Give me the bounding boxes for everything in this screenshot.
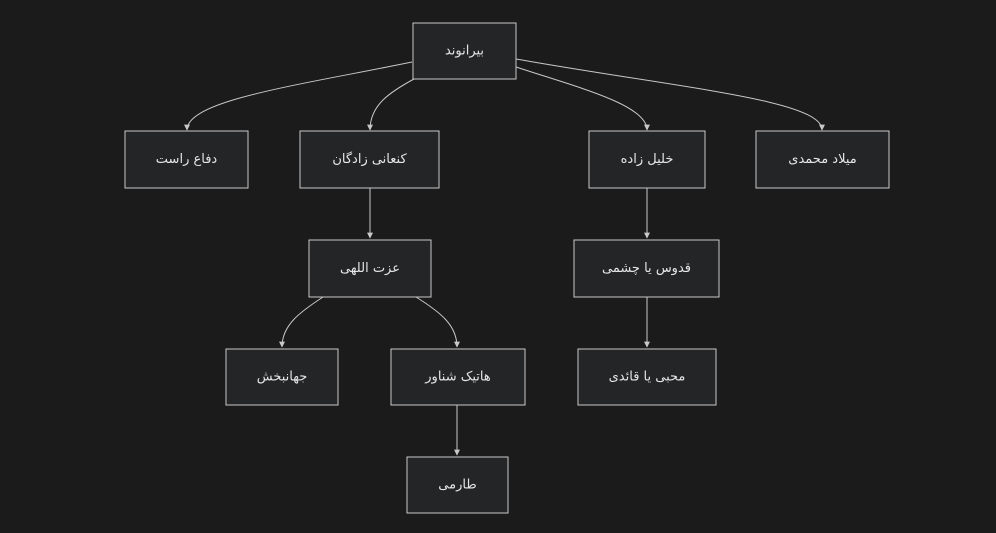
edge-n1-n3	[367, 78, 415, 131]
node-label: کنعانی زادگان	[332, 151, 407, 167]
node-label: قدوس یا چشمی	[602, 261, 691, 276]
node-kanaani-zadegan[interactable]: کنعانی زادگان	[299, 130, 440, 189]
node-label: جهانبخش	[257, 370, 308, 385]
edge-n1-n4	[515, 66, 650, 131]
node-jahanbakhsh[interactable]: جهانبخش	[225, 348, 339, 406]
nodes: بیرانوند دفاع راست کنعانی زادگان خلیل زا…	[124, 22, 890, 514]
edge-n6-n8	[279, 296, 324, 348]
node-hattrick-shenavar[interactable]: هاتیک شناور	[390, 348, 526, 406]
node-milad-mohammadi[interactable]: میلاد محمدی	[755, 130, 890, 189]
edge-n6-n9	[415, 296, 460, 348]
node-ghodoos-ya-cheshmi[interactable]: قدوس یا چشمی	[573, 239, 720, 298]
node-beiranvand[interactable]: بیرانوند	[412, 22, 517, 80]
node-khalil-zadeh[interactable]: خلیل زاده	[588, 130, 706, 189]
node-label: عزت اللهی	[340, 261, 400, 276]
node-taremi[interactable]: طارمی	[406, 456, 509, 514]
node-label: هاتیک شناور	[424, 370, 491, 385]
node-label: محبی یا قائدی	[609, 370, 686, 385]
edge-n1-n5	[515, 58, 825, 131]
node-mohebi-ya-ghaedi[interactable]: محبی یا قائدی	[577, 348, 717, 406]
node-label: خلیل زاده	[621, 152, 674, 167]
node-label: طارمی	[438, 478, 476, 493]
edge-n1-n2	[184, 61, 413, 131]
node-label: دفاع راست	[156, 152, 218, 167]
node-ezatolahi[interactable]: عزت اللهی	[308, 239, 432, 298]
node-right-back[interactable]: دفاع راست	[124, 130, 249, 189]
edges	[184, 58, 825, 456]
node-label: میلاد محمدی	[788, 152, 856, 167]
node-label: بیرانوند	[445, 44, 484, 59]
